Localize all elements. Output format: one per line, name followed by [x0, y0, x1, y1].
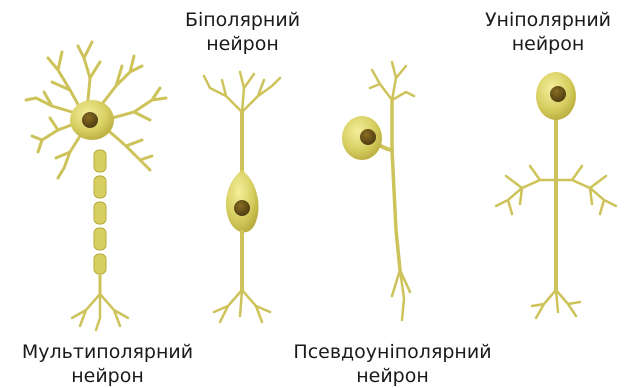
multipolar-myelin-sheath	[94, 150, 106, 274]
multipolar-label-line1: Мультиполярний	[0, 340, 215, 364]
unipolar-axon	[496, 118, 616, 318]
bipolar-nucleus	[234, 200, 250, 216]
unipolar-nucleus	[550, 86, 566, 102]
multipolar-label-line2: нейрон	[0, 364, 215, 388]
multipolar-nucleus	[82, 112, 98, 128]
unipolar-neuron	[496, 72, 616, 318]
unipolar-neuron-label: Уніполярний нейрон	[468, 8, 628, 56]
bipolar-label-line1: Біполярний	[150, 8, 335, 32]
pseudounipolar-label-line2: нейрон	[275, 364, 510, 388]
unipolar-label-line2: нейрон	[468, 32, 628, 56]
bipolar-neuron	[204, 72, 280, 322]
pseudounipolar-label-line1: Псевдоуніполярний	[275, 340, 510, 364]
bipolar-label-line2: нейрон	[150, 32, 335, 56]
bipolar-dendrites	[204, 72, 280, 178]
bipolar-neuron-label: Біполярний нейрон	[150, 8, 335, 56]
multipolar-neuron-label: Мультиполярний нейрон	[0, 340, 215, 388]
pseudounipolar-central-branch	[392, 150, 410, 320]
pseudounipolar-nucleus	[360, 129, 376, 145]
unipolar-label-line1: Уніполярний	[468, 8, 628, 32]
multipolar-neuron	[26, 42, 166, 330]
pseudounipolar-neuron-label: Псевдоуніполярний нейрон	[275, 340, 510, 388]
pseudounipolar-neuron	[342, 62, 414, 320]
multipolar-axon-terminals	[72, 274, 128, 330]
bipolar-axon	[214, 232, 270, 322]
